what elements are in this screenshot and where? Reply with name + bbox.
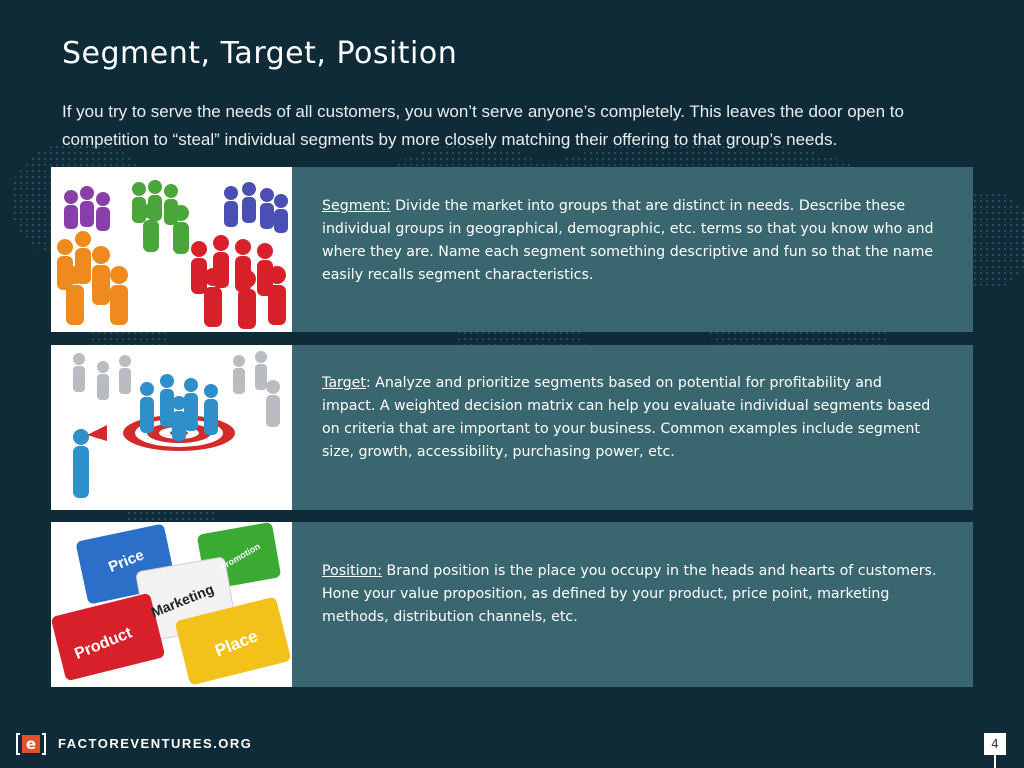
position-body: Brand position is the place you occupy i…	[322, 563, 937, 625]
page-number-tick	[994, 755, 996, 768]
segment-term: Segment:	[322, 198, 391, 214]
marketing-puzzle-icon: Price Promotion Marketing Product Place	[51, 522, 292, 687]
target-row: Target: Analyze and prioritize segments …	[51, 345, 973, 510]
footer-website[interactable]: FACTOREVENTURES.ORG	[58, 736, 253, 751]
slide-title: Segment, Target, Position	[62, 36, 458, 71]
logo-letter: e	[26, 735, 36, 753]
people-groups-icon	[51, 167, 292, 332]
target-term: Target	[322, 375, 366, 391]
position-term: Position:	[322, 563, 383, 579]
position-row: Price Promotion Marketing Product Place …	[51, 522, 973, 687]
factor-e-logo: e	[16, 733, 46, 755]
target-description: Target: Analyze and prioritize segments …	[292, 345, 973, 510]
segment-description: Segment: Divide the market into groups t…	[292, 167, 973, 332]
page-number: 4	[984, 733, 1006, 755]
position-description: Position: Brand position is the place yo…	[292, 522, 973, 687]
segment-body: Divide the market into groups that are d…	[322, 198, 934, 283]
target-megaphone-icon	[51, 345, 292, 510]
target-body: : Analyze and prioritize segments based …	[322, 375, 931, 460]
segment-row: Segment: Divide the market into groups t…	[51, 167, 973, 332]
intro-text: If you try to serve the needs of all cus…	[62, 102, 904, 149]
